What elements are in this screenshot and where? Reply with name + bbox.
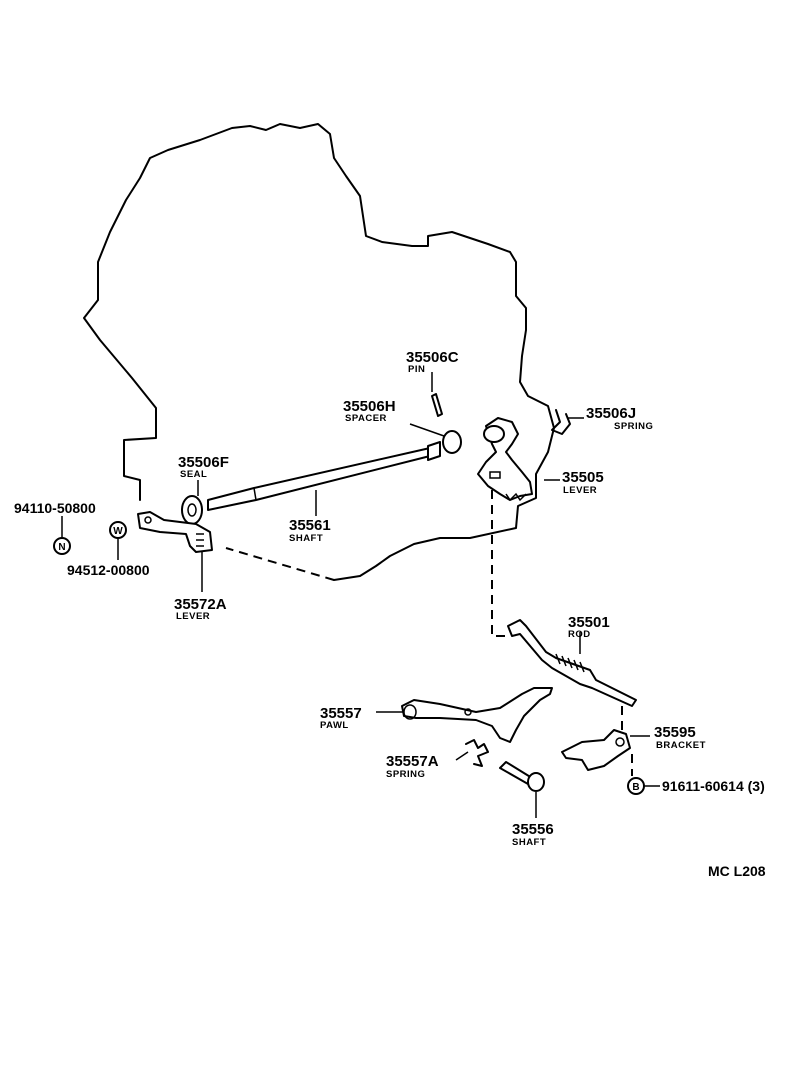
washer-symbol: W <box>109 521 127 539</box>
callout-pin: 35506C PIN <box>406 349 459 375</box>
callout-washer: 94512-00800 <box>67 562 150 578</box>
spring-35557a-part <box>465 739 489 767</box>
spacer-name: SPACER <box>345 413 387 424</box>
callout-spring-j: 35506J SPRING <box>586 405 653 432</box>
leader-lines <box>61 372 660 818</box>
shaft-35556-name: SHAFT <box>512 837 546 848</box>
lever-35572a-name: LEVER <box>176 611 210 622</box>
callout-shaft-35561: 35561 SHAFT <box>289 517 331 544</box>
shaft-35561-name: SHAFT <box>289 533 323 544</box>
seal-35506f-part <box>181 495 203 525</box>
pawl-35557-part <box>401 687 553 743</box>
shaft-35556-number: 35556 <box>512 821 554 838</box>
shaft-35561-part <box>207 441 441 511</box>
seal-number: 35506F <box>178 454 229 471</box>
callout-bracket: 35595 BRACKET <box>654 724 706 751</box>
rod-name: ROD <box>568 629 591 640</box>
rod-link-dashed-line <box>491 490 508 637</box>
callout-rod: 35501 ROD <box>568 614 610 640</box>
spring-a-number: 35557A <box>386 753 439 770</box>
spacer-35506h-part <box>442 430 462 454</box>
shaft-35556-part <box>499 761 545 792</box>
pin-name: PIN <box>408 364 425 375</box>
transmission-case-outline <box>83 123 555 581</box>
spring-35506j-part <box>551 409 571 435</box>
seal-name: SEAL <box>180 469 207 480</box>
washer-number: 94512-00800 <box>67 562 150 578</box>
washer-symbol-letter: W <box>113 526 123 537</box>
bracket-number: 35595 <box>654 724 696 741</box>
callout-lever-35572a: 35572A LEVER <box>174 596 227 622</box>
rod-number: 35501 <box>568 614 610 631</box>
spring-a-name: SPRING <box>386 769 425 780</box>
spring-j-number: 35506J <box>586 405 636 422</box>
callout-spring-a: 35557A SPRING <box>386 753 439 780</box>
callout-shaft-35556: 35556 SHAFT <box>512 821 554 848</box>
lever-35505-number: 35505 <box>562 469 604 486</box>
spring-j-name: SPRING <box>614 421 653 432</box>
bolt-number: 91611-60614 (3) <box>662 778 765 794</box>
callout-seal: 35506F SEAL <box>178 454 229 480</box>
diagram-code: MC L208 <box>708 863 766 879</box>
shaft-35561-number: 35561 <box>289 517 331 534</box>
nut-symbol: N <box>53 537 71 555</box>
callout-bolt: 91611-60614 (3) <box>662 778 765 794</box>
lever-35572a-number: 35572A <box>174 596 227 613</box>
bracket-35595-part <box>561 729 631 771</box>
callout-lever-35505: 35505 LEVER <box>562 469 604 496</box>
nut-number: 94110-50800 <box>14 500 96 516</box>
lever-35505-name: LEVER <box>563 485 597 496</box>
callout-spacer: 35506H SPACER <box>343 398 396 424</box>
lever-35505-part <box>477 417 533 502</box>
bolt-symbol-letter: B <box>632 782 639 793</box>
nut-symbol-letter: N <box>58 542 65 553</box>
callout-nut: 94110-50800 <box>14 500 96 516</box>
lever-35572a-part <box>137 511 213 553</box>
bolt-symbol: B <box>627 777 645 795</box>
rod-35501-part <box>507 619 637 707</box>
pawl-number: 35557 <box>320 705 362 722</box>
pawl-name: PAWL <box>320 720 349 731</box>
callout-pawl: 35557 PAWL <box>320 705 362 731</box>
spacer-number: 35506H <box>343 398 396 415</box>
pin-number: 35506C <box>406 349 459 366</box>
pin-35506c-part <box>431 393 443 417</box>
bracket-name: BRACKET <box>656 740 706 751</box>
